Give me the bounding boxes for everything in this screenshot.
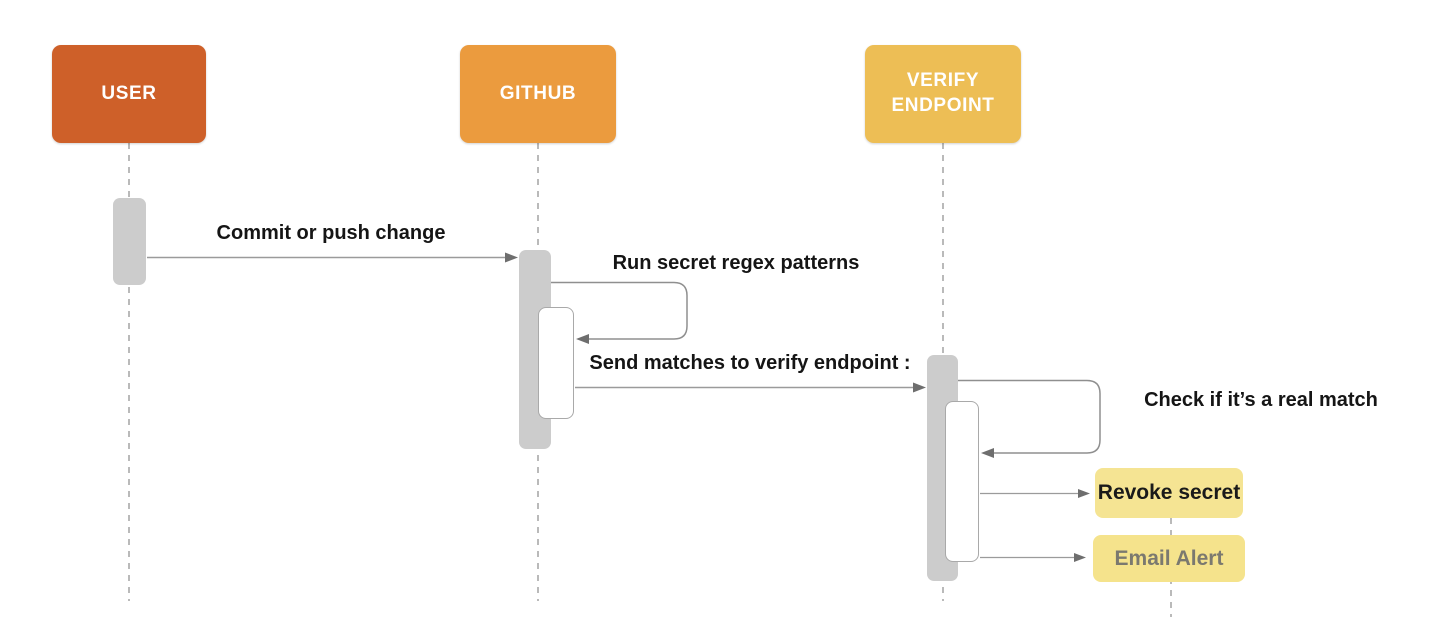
arrow-commit-push: [147, 252, 518, 263]
arrowhead-icon: [913, 382, 926, 393]
arrowhead-icon: [505, 252, 518, 263]
label-commit-push: Commit or push change: [216, 222, 446, 244]
arrow-email-alert: [980, 553, 1086, 562]
label-check-match: Check if it’s a real match: [1144, 389, 1378, 411]
arrowhead-icon: [1078, 489, 1090, 498]
arrow-send-matches: [575, 382, 926, 393]
arrowhead-icon: [981, 448, 994, 458]
label-send-matches: Send matches to verify endpoint :: [589, 352, 911, 374]
actor-user: USER: [52, 45, 206, 143]
self-loop-verify: [958, 379, 1101, 458]
note-email-alert: Email Alert: [1093, 535, 1245, 582]
nested-activation-verify: [945, 401, 979, 562]
note-revoke-secret: Revoke secret: [1095, 468, 1243, 518]
actor-verify-endpoint: VERIFY ENDPOINT: [865, 45, 1021, 143]
arrowhead-icon: [576, 334, 589, 344]
activation-bar-user: [113, 198, 146, 285]
label-run-regex: Run secret regex patterns: [612, 252, 860, 274]
arrow-revoke-secret: [980, 489, 1090, 498]
arrowhead-icon: [1074, 553, 1086, 562]
nested-activation-github: [538, 307, 574, 419]
actor-github: GITHUB: [460, 45, 616, 143]
